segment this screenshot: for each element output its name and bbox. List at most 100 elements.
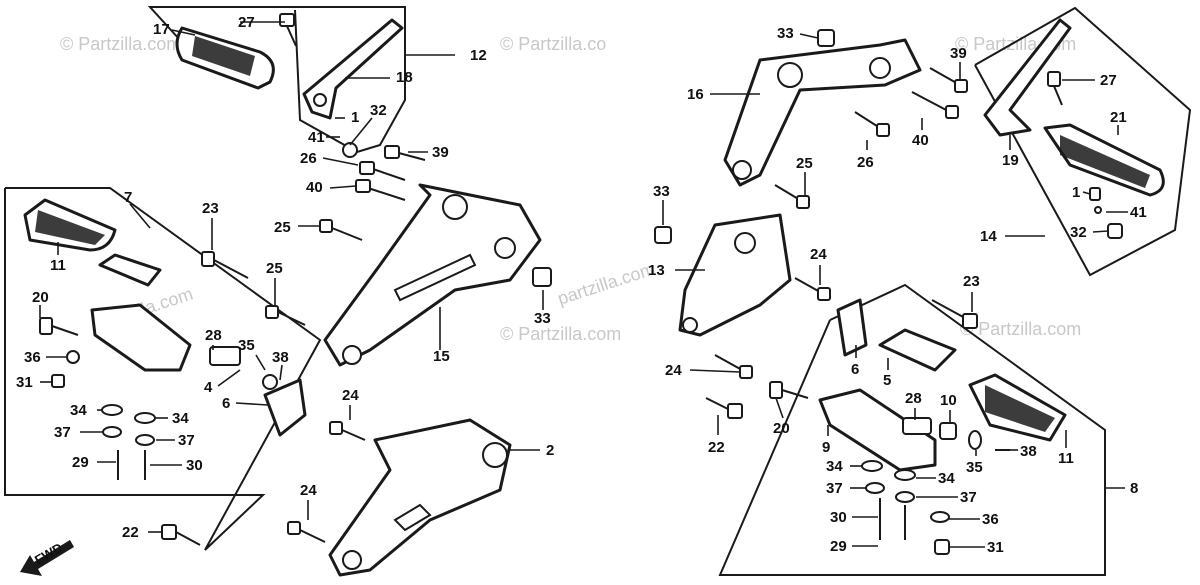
group-frame-14 [974, 6, 1192, 277]
callout-8: 8 [1130, 480, 1138, 497]
callout-27-b: 27 [1100, 72, 1117, 89]
callout-12: 12 [470, 47, 487, 64]
callout-35-b: 35 [966, 459, 983, 476]
callout-40: 40 [306, 179, 323, 196]
callout-31-b: 31 [987, 539, 1004, 556]
fwd-label: FWD [32, 540, 65, 568]
callout-28: 28 [205, 327, 222, 344]
bolt-27-right [1047, 71, 1063, 106]
callout-21: 21 [1110, 109, 1127, 126]
fwd-arrow: FWD [20, 540, 74, 576]
callout-31: 31 [16, 374, 33, 391]
bracket-18 [302, 18, 404, 120]
callout-32: 32 [370, 102, 387, 119]
callout-36-b: 36 [982, 511, 999, 528]
bolts-24-right [714, 277, 831, 379]
callout-26-b: 26 [857, 154, 874, 171]
callout-11-b: 11 [1058, 450, 1074, 467]
callout-23-b: 23 [963, 273, 980, 290]
plate-5-right [878, 328, 957, 372]
hanger-16 [723, 38, 922, 187]
bolt-23-right [931, 299, 978, 329]
nut-33-left [532, 267, 552, 287]
callout-11: 11 [50, 257, 66, 274]
callout-30-b: 30 [830, 509, 847, 526]
callout-34: 34 [70, 402, 87, 419]
callout-37-d: 37 [960, 489, 977, 506]
callout-24-b: 24 [300, 482, 317, 499]
group-frame-12 [147, 6, 406, 154]
callout-24-d: 24 [665, 362, 682, 379]
bracket-6-right [836, 298, 868, 357]
hanger-15 [323, 183, 542, 367]
callout-41: 41 [308, 129, 325, 146]
bolt-22-left [161, 524, 201, 546]
watermark-2: © Partzilla.co [500, 34, 606, 54]
callout-4: 4 [204, 379, 213, 396]
callout-38-b: 38 [1020, 443, 1037, 460]
callout-14: 14 [980, 228, 997, 245]
callout-39: 39 [432, 144, 449, 161]
group-frame-7 [4, 187, 322, 551]
callout-37: 37 [54, 424, 71, 441]
callout-29-b: 29 [830, 538, 847, 555]
callout-9: 9 [822, 439, 830, 456]
hardware-right-top [1089, 187, 1123, 239]
callout-34-d: 34 [938, 470, 955, 487]
bolt-25-left [319, 219, 363, 241]
callout-20: 20 [32, 289, 49, 306]
bolt-24-left [287, 421, 366, 543]
hardware-left [39, 317, 278, 480]
callout-16: 16 [687, 86, 704, 103]
bolt-27 [279, 13, 297, 47]
callout-24: 24 [342, 387, 359, 404]
callout-5: 5 [883, 372, 891, 389]
callout-36: 36 [24, 349, 41, 366]
callout-30: 30 [186, 457, 203, 474]
bracket-2 [328, 418, 512, 577]
callout-6-b: 6 [851, 361, 859, 378]
callout-29: 29 [72, 454, 89, 471]
callout-23: 23 [202, 200, 219, 217]
callout-7: 7 [124, 189, 132, 206]
watermark-5: © Partzilla.com [960, 319, 1081, 339]
peg-body-right [818, 388, 937, 472]
bolts-right-top [774, 67, 968, 209]
callout-27: 27 [238, 14, 255, 31]
callout-20-b: 20 [773, 420, 790, 437]
callout-13: 13 [648, 262, 665, 279]
callout-2: 2 [546, 442, 554, 459]
bracket-19 [983, 18, 1072, 137]
callout-1: 1 [351, 109, 359, 126]
callout-32-b: 32 [1070, 224, 1087, 241]
callout-1-b: 1 [1072, 184, 1080, 201]
callout-19: 19 [1002, 152, 1019, 169]
callout-33-c: 33 [653, 183, 670, 200]
footpeg-17 [175, 26, 275, 90]
callout-18: 18 [396, 69, 413, 86]
leader-lines [39, 21, 1128, 548]
plate-13 [678, 213, 792, 337]
watermark-4: © Partzilla.com [500, 324, 621, 344]
bolt-22-right [705, 397, 743, 419]
watermark-1: © Partzilla.com [60, 34, 181, 54]
hardware-right-bottom [769, 381, 1010, 555]
callout-24-c: 24 [810, 246, 827, 263]
callout-34-c: 34 [826, 458, 843, 475]
callout-41-b: 41 [1130, 204, 1147, 221]
callout-25-b: 25 [266, 260, 283, 277]
callout-38: 38 [272, 349, 289, 366]
callout-26: 26 [300, 150, 317, 167]
plate-5-left [98, 253, 162, 287]
callout-40-b: 40 [912, 132, 929, 149]
footpeg-11-left [23, 198, 117, 252]
callouts: 27 17 12 18 1 32 41 26 40 39 25 15 33 2 … [16, 14, 1147, 556]
callout-15: 15 [433, 348, 450, 365]
bolts-23-25-left [201, 251, 306, 326]
callout-33: 33 [534, 310, 551, 327]
callout-37-b: 37 [178, 432, 195, 449]
callout-34-b: 34 [172, 410, 189, 427]
group-frame-8 [718, 283, 1106, 576]
callout-10: 10 [940, 392, 957, 409]
